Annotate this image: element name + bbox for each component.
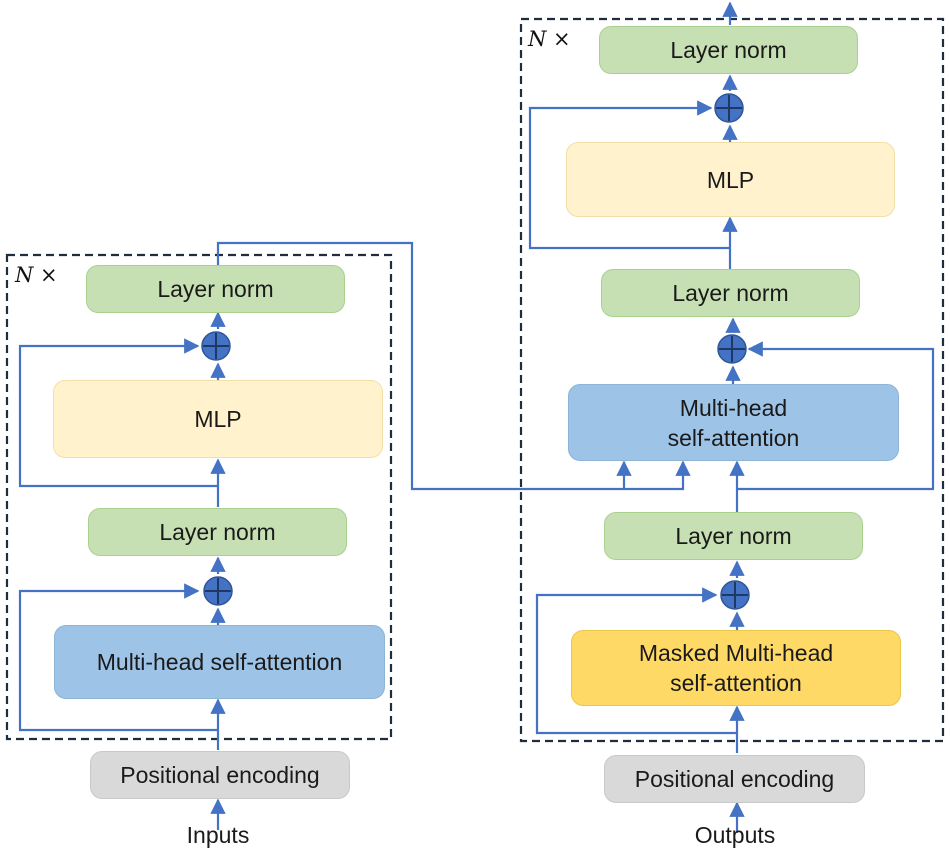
decoder-layer-norm-top-label: Layer norm <box>670 37 787 63</box>
dec-add-node-2 <box>717 334 747 364</box>
encoder-layer-norm-top-label: Layer norm <box>157 276 274 302</box>
enc-residual-1 <box>18 583 218 732</box>
encoder-attention-label: Multi-head self-attention <box>96 649 343 675</box>
encoder-positional-encoding-label: Positional encoding <box>120 762 320 788</box>
decoder-layer-norm-top: Layer norm <box>599 26 858 74</box>
encoder-mlp-label: MLP <box>194 406 242 432</box>
decoder-repeat-block <box>519 17 945 743</box>
encoder-layer-norm-bottom: Layer norm <box>88 508 347 556</box>
decoder-mlp-label: MLP <box>706 166 755 193</box>
encoder-layer-norm-bottom-label: Layer norm <box>159 519 276 545</box>
encoder-mlp: MLP <box>53 380 383 458</box>
dec-residual-2 <box>737 341 935 491</box>
enc-add-node-2 <box>201 331 231 361</box>
decoder-masked-attention-label-line1: Masked Multi-head <box>638 640 834 666</box>
dec-residual-1 <box>535 587 737 735</box>
decoder-masked-multi-head-attention: Masked Multi-head self-attention <box>571 630 901 706</box>
decoder-attention-label-line1: Multi-head <box>679 394 788 421</box>
enc-to-decoder-memory <box>216 241 691 491</box>
decoder-layer-norm-mid: Layer norm <box>601 269 860 317</box>
dec-residual-3 <box>528 100 730 250</box>
encoder-multi-head-attention: Multi-head self-attention <box>54 625 385 699</box>
decoder-positional-encoding-label: Positional encoding <box>634 766 835 792</box>
dec-add-node-1 <box>720 580 750 610</box>
decoder-layer-norm-bottom: Layer norm <box>604 512 863 560</box>
decoder-attention-label-line2: self-attention <box>667 424 800 451</box>
decoder-layer-norm-mid-label: Layer norm <box>672 280 789 306</box>
encoder-repeat-label: N × <box>15 263 58 287</box>
dec-add-node-3 <box>714 93 744 123</box>
decoder-multi-head-attention: Multi-head self-attention <box>568 384 899 461</box>
enc-residual-2 <box>18 338 218 488</box>
decoder-masked-attention-label-line2: self-attention <box>670 670 802 696</box>
decoder-layer-norm-bottom-label: Layer norm <box>675 523 792 549</box>
enc-add-node-1 <box>203 576 233 606</box>
outputs-label: Outputs <box>694 822 776 848</box>
encoder-repeat-block <box>5 253 393 741</box>
decoder-positional-encoding: Positional encoding <box>604 755 865 803</box>
decoder-repeat-label: N × <box>528 27 571 51</box>
decoder-mlp: MLP <box>566 142 895 217</box>
encoder-layer-norm-top: Layer norm <box>86 265 345 313</box>
encoder-positional-encoding: Positional encoding <box>90 751 350 799</box>
inputs-label: Inputs <box>186 822 250 848</box>
